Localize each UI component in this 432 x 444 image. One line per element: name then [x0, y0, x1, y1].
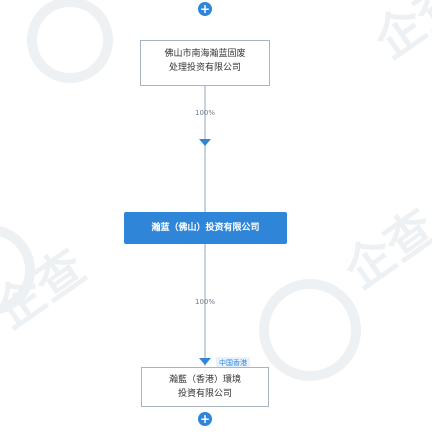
top-node-line2: 处理投资有限公司 — [168, 63, 241, 73]
region-tag: 中国香港 — [216, 357, 250, 369]
connector-line-1 — [204, 86, 206, 212]
svg-text:企查: 企查 — [335, 199, 432, 300]
edge-percent-1: 100% — [194, 109, 215, 117]
arrow-down-icon — [199, 358, 211, 365]
svg-text:企查: 企查 — [0, 239, 96, 340]
focus-company-node[interactable]: 瀚蓝（佛山）投资有限公司 — [124, 212, 287, 244]
expand-child-plus-icon[interactable]: + — [198, 412, 212, 426]
expand-parent-plus-icon[interactable]: + — [198, 2, 212, 16]
arrow-down-icon — [199, 139, 211, 146]
top-node-line1: 佛山市南海瀚蓝固废 — [164, 49, 246, 59]
subsidiary-node-bottom[interactable]: 瀚藍（香港）環境 投資有限公司 — [141, 367, 269, 407]
bottom-node-line1: 瀚藍（香港）環境 — [168, 375, 241, 385]
svg-text:企查: 企查 — [365, 0, 432, 70]
edge-percent-2: 100% — [194, 298, 215, 306]
shareholder-node-top[interactable]: 佛山市南海瀚蓝固废 处理投资有限公司 — [140, 40, 270, 86]
connector-line-2 — [204, 244, 206, 366]
bottom-node-line2: 投資有限公司 — [177, 389, 232, 399]
